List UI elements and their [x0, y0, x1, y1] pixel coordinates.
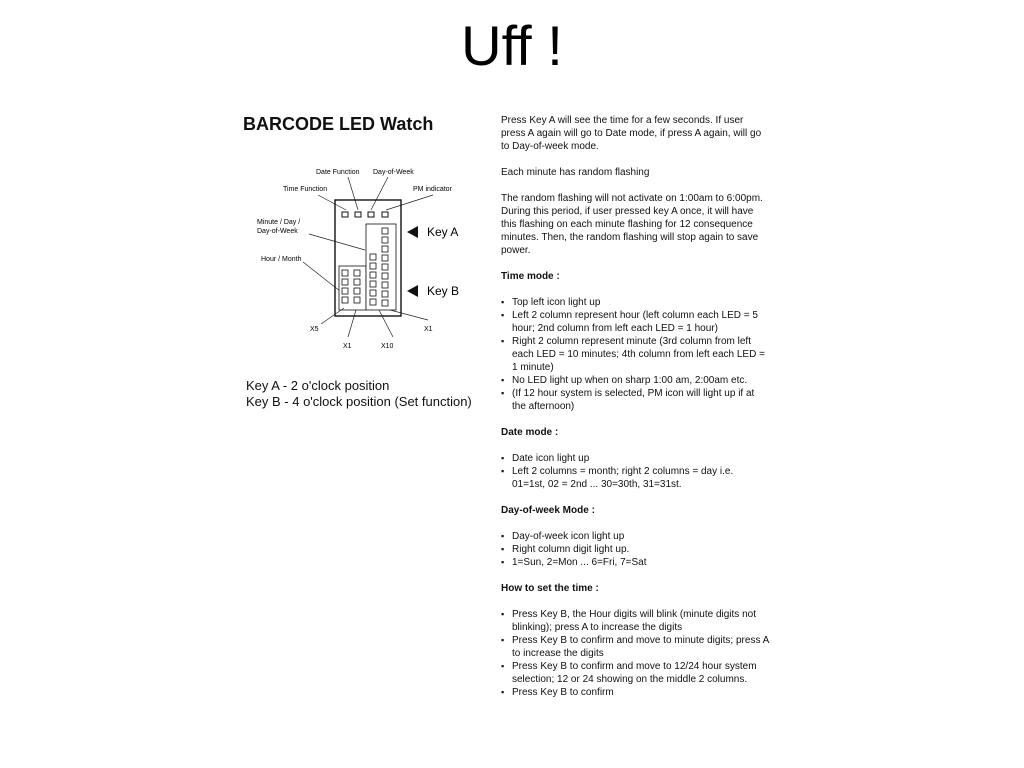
- instructions-column: Press Key A will see the time for a few …: [501, 114, 769, 712]
- day-of-week-mode-heading: Day-of-week Mode :: [501, 505, 595, 516]
- watch-diagram: Date Function Day-of-Week Time Function …: [257, 169, 459, 350]
- list-item: Top left icon light up: [501, 296, 769, 309]
- label-x1-right: X1: [424, 326, 433, 333]
- list-item: Right 2 column represent minute (3rd col…: [501, 335, 769, 374]
- led-cell: [341, 269, 349, 277]
- led-cell: [381, 299, 389, 307]
- led-cell: [381, 272, 389, 280]
- list-item: No LED light up when on sharp 1:00 am, 2…: [501, 374, 769, 387]
- led-cell: [353, 287, 361, 295]
- list-item: Press Key B to confirm and move to minut…: [501, 634, 769, 660]
- label-x10: X10: [381, 343, 394, 350]
- date-function-icon: [354, 211, 362, 218]
- led-cell: [341, 287, 349, 295]
- led-cell: [341, 296, 349, 304]
- label-time-function: Time Function: [283, 186, 327, 193]
- key-b-arrow-icon: [407, 285, 418, 297]
- pm-indicator-icon: [381, 211, 389, 218]
- led-cell: [381, 245, 389, 253]
- day-of-week-icon: [367, 211, 375, 218]
- list-item: Date icon light up: [501, 452, 769, 465]
- led-cell: [369, 253, 377, 261]
- list-item: Left 2 column represent hour (left colum…: [501, 309, 769, 335]
- led-cell: [369, 262, 377, 270]
- label-minute-day-2: Day-of-Week: [257, 228, 298, 235]
- led-cell: [353, 269, 361, 277]
- key-positions: Key A - 2 o'clock position Key B - 4 o'c…: [246, 378, 472, 410]
- watch-body: [334, 199, 402, 317]
- led-cell: [381, 227, 389, 235]
- day-of-week-mode-list: Day-of-week icon light up Right column d…: [501, 530, 769, 569]
- led-cell: [381, 254, 389, 262]
- key-b-position: Key B - 4 o'clock position (Set function…: [246, 394, 472, 409]
- label-hour-month: Hour / Month: [261, 256, 302, 263]
- list-item: Press Key B to confirm: [501, 686, 769, 699]
- document-heading: BARCODE LED Watch: [243, 114, 434, 134]
- list-item: (If 12 hour system is selected, PM icon …: [501, 387, 769, 413]
- key-a-arrow-icon: [407, 226, 418, 238]
- label-pm-indicator: PM indicator: [413, 186, 453, 193]
- list-item: Press Key B to confirm and move to 12/24…: [501, 660, 769, 686]
- led-cell: [353, 296, 361, 304]
- list-item: 1=Sun, 2=Mon ... 6=Fri, 7=Sat: [501, 556, 769, 569]
- time-mode-list: Top left icon light up Left 2 column rep…: [501, 296, 769, 413]
- list-item: Left 2 columns = month; right 2 columns …: [501, 465, 769, 491]
- label-minute-day: Minute / Day /: [257, 219, 300, 226]
- date-mode-heading: Date mode :: [501, 427, 559, 438]
- led-cell: [381, 281, 389, 289]
- label-x1-left: X1: [343, 343, 352, 350]
- date-mode-list: Date icon light up Left 2 columns = mont…: [501, 452, 769, 491]
- label-key-a: Key A: [427, 225, 458, 239]
- set-time-heading: How to set the time :: [501, 583, 599, 594]
- key-a-position: Key A - 2 o'clock position: [246, 378, 390, 393]
- time-mode-heading: Time mode :: [501, 271, 560, 282]
- led-cell: [369, 298, 377, 306]
- intro-text: Press Key A will see the time for a few …: [501, 115, 762, 152]
- label-day-of-week: Day-of-Week: [373, 169, 414, 176]
- led-cell: [353, 278, 361, 286]
- led-cell: [369, 271, 377, 279]
- slide-title: Uff !: [461, 14, 563, 77]
- random-flash-text: The random flashing will not activate on…: [501, 193, 763, 256]
- led-grid: [338, 223, 397, 311]
- led-cell: [369, 289, 377, 297]
- led-cell: [369, 280, 377, 288]
- set-time-list: Press Key B, the Hour digits will blink …: [501, 608, 769, 699]
- led-cell: [381, 263, 389, 271]
- time-function-icon: [341, 211, 349, 218]
- list-item: Day-of-week icon light up: [501, 530, 769, 543]
- led-cell: [341, 278, 349, 286]
- list-item: Right column digit light up.: [501, 543, 769, 556]
- label-key-b: Key B: [427, 284, 459, 298]
- label-x5: X5: [310, 326, 319, 333]
- flash-text: Each minute has random flashing: [501, 167, 650, 178]
- led-cell: [381, 236, 389, 244]
- label-date-function: Date Function: [316, 169, 360, 176]
- list-item: Press Key B, the Hour digits will blink …: [501, 608, 769, 634]
- led-cell: [381, 290, 389, 298]
